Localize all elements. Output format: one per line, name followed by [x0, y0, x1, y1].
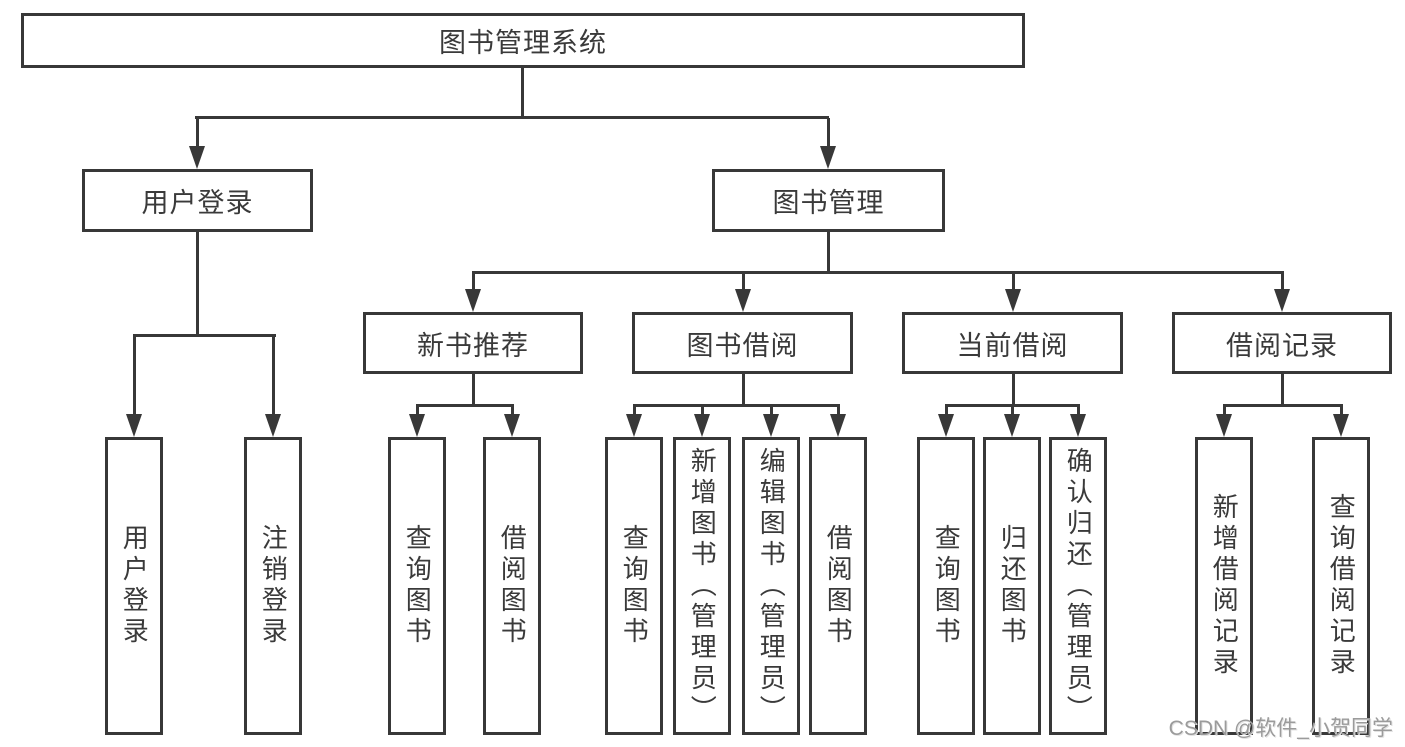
csdn-watermark: CSDN @软件_小贺同学	[1168, 717, 1393, 740]
arrow-to-bb-add	[694, 414, 710, 437]
leaf-borrow-books-borrow: 借阅图书	[809, 437, 867, 735]
arrow-to-nb-query	[409, 414, 425, 437]
arrow-to-br-query	[1333, 414, 1349, 437]
connector-current-borrow-stem	[1012, 374, 1015, 406]
leaf-borrow-books-recommend-label: 借阅图书	[497, 524, 528, 648]
leaf-query-books-current: 查询图书	[917, 437, 975, 735]
leaf-query-books-borrow-label: 查询图书	[619, 524, 650, 648]
node-root: 图书管理系统	[21, 13, 1025, 68]
leaf-query-borrow-record-label: 查询借阅记录	[1326, 493, 1357, 679]
connector-new-book-stem	[472, 374, 475, 406]
connector-level2-rail	[472, 271, 1284, 274]
node-user-login-label: 用户登录	[141, 188, 254, 218]
connector-stub-bb-query	[633, 406, 636, 415]
leaf-query-books-recommend: 查询图书	[388, 437, 446, 735]
arrow-to-leaf-logout	[265, 414, 281, 437]
leaf-add-book-admin-label: 新增图书（管理员）	[687, 446, 718, 726]
connector-borrow-records-rail	[1223, 404, 1343, 407]
node-book-borrow: 图书借阅	[632, 312, 853, 374]
connector-stub-bb-borrow	[837, 406, 840, 415]
node-borrow-records-label: 借阅记录	[1226, 330, 1338, 361]
arrow-to-bb-edit	[763, 414, 779, 437]
arrow-to-cb-confirm	[1070, 414, 1086, 437]
arrow-to-cb-return	[1004, 414, 1020, 437]
connector-stub-br-query	[1340, 406, 1343, 415]
connector-book-management-stem	[827, 232, 830, 273]
leaf-confirm-return-admin-label: 确认归还（管理员）	[1063, 446, 1094, 726]
leaf-add-borrow-record-label: 新增借阅记录	[1209, 493, 1240, 679]
node-current-borrow-label: 当前借阅	[956, 330, 1069, 361]
leaf-query-books-current-label: 查询图书	[931, 524, 962, 648]
node-book-management: 图书管理	[712, 169, 945, 232]
connector-borrow-records-stem	[1281, 374, 1284, 406]
arrow-to-cb-query	[938, 414, 954, 437]
leaf-query-books-borrow: 查询图书	[605, 437, 663, 735]
connector-stub-cb-query	[945, 406, 948, 415]
arrow-to-br-add	[1216, 414, 1232, 437]
connector-stub-new-book	[472, 273, 475, 290]
connector-stub-borrow-records	[1281, 273, 1284, 290]
arrow-to-new-book	[465, 289, 481, 312]
connector-stub-leaf-logout	[272, 336, 275, 416]
leaf-add-borrow-record: 新增借阅记录	[1195, 437, 1253, 735]
leaf-user-login-label: 用户登录	[119, 524, 150, 648]
arrow-to-user-login	[189, 146, 205, 169]
connector-stub-br-add	[1223, 406, 1226, 415]
connector-user-login-rail	[133, 334, 276, 337]
leaf-return-book: 归还图书	[983, 437, 1041, 735]
leaf-logout-label: 注销登录	[258, 524, 289, 648]
connector-stub-current-borrow	[1012, 273, 1015, 290]
arrow-to-book-borrow	[735, 289, 751, 312]
connector-stub-bb-edit	[770, 406, 773, 415]
leaf-return-book-label: 归还图书	[997, 524, 1028, 648]
leaf-add-book-admin: 新增图书（管理员）	[673, 437, 731, 735]
leaf-query-books-recommend-label: 查询图书	[402, 524, 433, 648]
arrow-to-bb-borrow	[830, 414, 846, 437]
arrow-to-leaf-user-login	[126, 414, 142, 437]
arrow-to-borrow-records	[1274, 289, 1290, 312]
node-book-borrow-label: 图书借阅	[686, 330, 799, 361]
leaf-logout: 注销登录	[244, 437, 302, 735]
arrow-to-nb-borrow	[504, 414, 520, 437]
node-root-label: 图书管理系统	[439, 28, 607, 58]
connector-stub-nb-borrow	[511, 406, 514, 415]
connector-book-borrow-rail	[633, 404, 840, 407]
node-borrow-records: 借阅记录	[1172, 312, 1392, 374]
leaf-edit-book-admin: 编辑图书（管理员）	[742, 437, 800, 735]
connector-stub-cb-confirm	[1077, 406, 1080, 415]
node-book-management-label: 图书管理	[772, 188, 885, 218]
arrow-to-book-management	[820, 146, 836, 169]
connector-root-stem	[521, 68, 524, 118]
connector-stub-bb-add	[701, 406, 704, 415]
arrow-to-current-borrow	[1005, 289, 1021, 312]
connector-current-borrow-rail	[945, 404, 1080, 407]
arrow-to-bb-query	[626, 414, 642, 437]
connector-level1-rail	[195, 116, 829, 119]
connector-stub-user-login	[196, 118, 199, 148]
connector-stub-leaf-user-login	[133, 336, 136, 416]
leaf-borrow-books-recommend: 借阅图书	[483, 437, 541, 735]
leaf-borrow-books-borrow-label: 借阅图书	[823, 524, 854, 648]
connector-stub-book-borrow	[742, 273, 745, 290]
connector-stub-cb-return	[1011, 406, 1014, 415]
connector-book-borrow-stem	[742, 374, 745, 406]
node-new-book-recommend-label: 新书推荐	[417, 330, 529, 361]
connector-user-login-stem	[196, 232, 199, 336]
leaf-user-login: 用户登录	[105, 437, 163, 735]
connector-stub-nb-query	[416, 406, 419, 415]
leaf-query-borrow-record: 查询借阅记录	[1312, 437, 1370, 735]
connector-stub-book-management	[827, 118, 830, 148]
leaf-confirm-return-admin: 确认归还（管理员）	[1049, 437, 1107, 735]
leaf-edit-book-admin-label: 编辑图书（管理员）	[756, 446, 787, 726]
node-new-book-recommend: 新书推荐	[363, 312, 583, 374]
connector-new-book-rail	[416, 404, 514, 407]
node-user-login: 用户登录	[82, 169, 313, 232]
node-current-borrow: 当前借阅	[902, 312, 1123, 374]
